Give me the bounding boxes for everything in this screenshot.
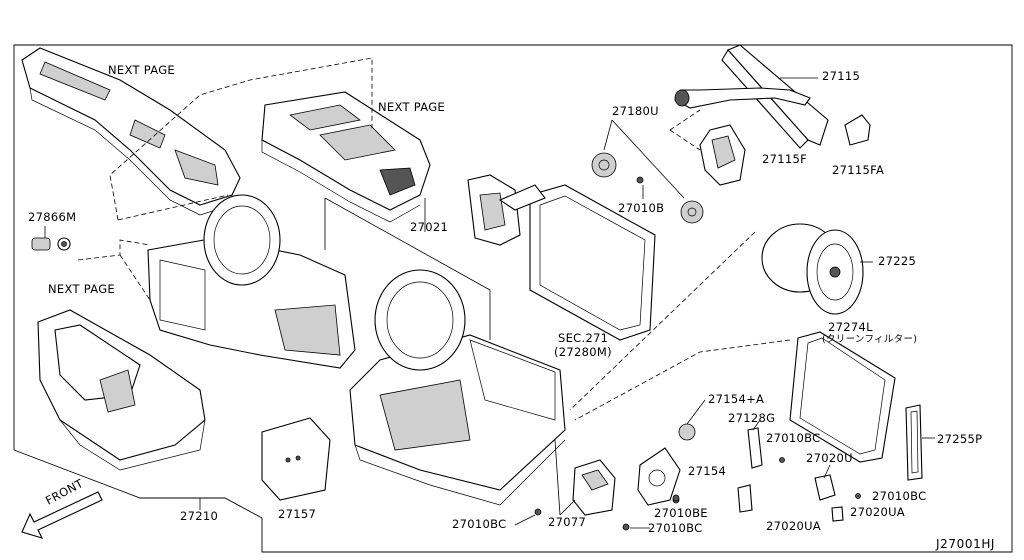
label-part-27020u[interactable]: 27020U (806, 451, 853, 465)
label-part-27128g[interactable]: 27128G (728, 411, 776, 425)
arrow-down-left-icon (21, 491, 103, 539)
label-part-27115f[interactable]: 27115F (762, 152, 807, 166)
label-part-27010be[interactable]: 27010BE (654, 506, 708, 520)
label-sec-271-sub: (27280M) (554, 345, 612, 359)
lower-duct-part (37, 309, 206, 471)
label-part-27010b[interactable]: 27010B (618, 201, 665, 215)
bracket-27128g-part (737, 427, 785, 513)
label-sec-271[interactable]: SEC.271 (558, 331, 609, 345)
sensor-27866m-part (31, 237, 71, 251)
label-part-27010bc-a[interactable]: 27010BC (766, 431, 821, 445)
clip-27115fa-part (844, 114, 871, 146)
label-part-27154[interactable]: 27154 (688, 464, 727, 478)
actuator-27180u-part (591, 152, 704, 224)
label-next-page-left[interactable]: NEXT PAGE (48, 282, 115, 296)
label-part-27274l[interactable]: 27274L (828, 320, 873, 334)
heater-cover-27115f-part (699, 124, 746, 186)
blower-motor-part (761, 223, 864, 315)
actuator-27154a-part (678, 423, 696, 441)
label-part-27157[interactable]: 27157 (278, 507, 317, 521)
label-part-27010bc-c[interactable]: 27010BC (648, 521, 703, 535)
label-part-27210[interactable]: 27210 (180, 509, 219, 523)
label-part-27021[interactable]: 27021 (410, 220, 449, 234)
label-part-27866m[interactable]: 27866M (28, 210, 77, 224)
foam-27157-part (261, 417, 331, 501)
label-part-27180u[interactable]: 27180U (612, 104, 659, 118)
label-next-page-mid[interactable]: NEXT PAGE (378, 100, 445, 114)
label-part-27115[interactable]: 27115 (822, 69, 861, 83)
bracket-27020u-part (814, 474, 861, 522)
defroster-duct-part (261, 91, 431, 223)
case-right-part (349, 269, 566, 506)
cabin-filter-part (789, 331, 896, 463)
assembly-frame (13, 44, 1013, 553)
label-part-27010bc-b[interactable]: 27010BC (872, 489, 927, 503)
seal-27255p-part (905, 404, 923, 481)
case-left-part (147, 194, 356, 369)
label-part-27255p[interactable]: 27255P (937, 432, 983, 446)
label-part-27020ua-a[interactable]: 27020UA (850, 505, 905, 519)
controller-27077-part (572, 459, 616, 516)
diagram-code: J27001HJ (936, 537, 996, 551)
label-part-27225[interactable]: 27225 (878, 254, 917, 268)
label-part-27115fa[interactable]: 27115FA (832, 163, 885, 177)
label-part-27154a[interactable]: 27154+A (708, 392, 765, 406)
label-part-27077[interactable]: 27077 (548, 515, 587, 529)
label-part-27010bc-d[interactable]: 27010BC (452, 517, 507, 531)
evaporator-part (467, 174, 656, 341)
label-part-27020ua-b[interactable]: 27020UA (766, 519, 821, 533)
label-next-page-top[interactable]: NEXT PAGE (108, 63, 175, 77)
heater-core-part (674, 44, 829, 149)
label-part-27274l-sub: (クリーンフィルター) (822, 334, 918, 345)
screw-parts (534, 494, 680, 531)
